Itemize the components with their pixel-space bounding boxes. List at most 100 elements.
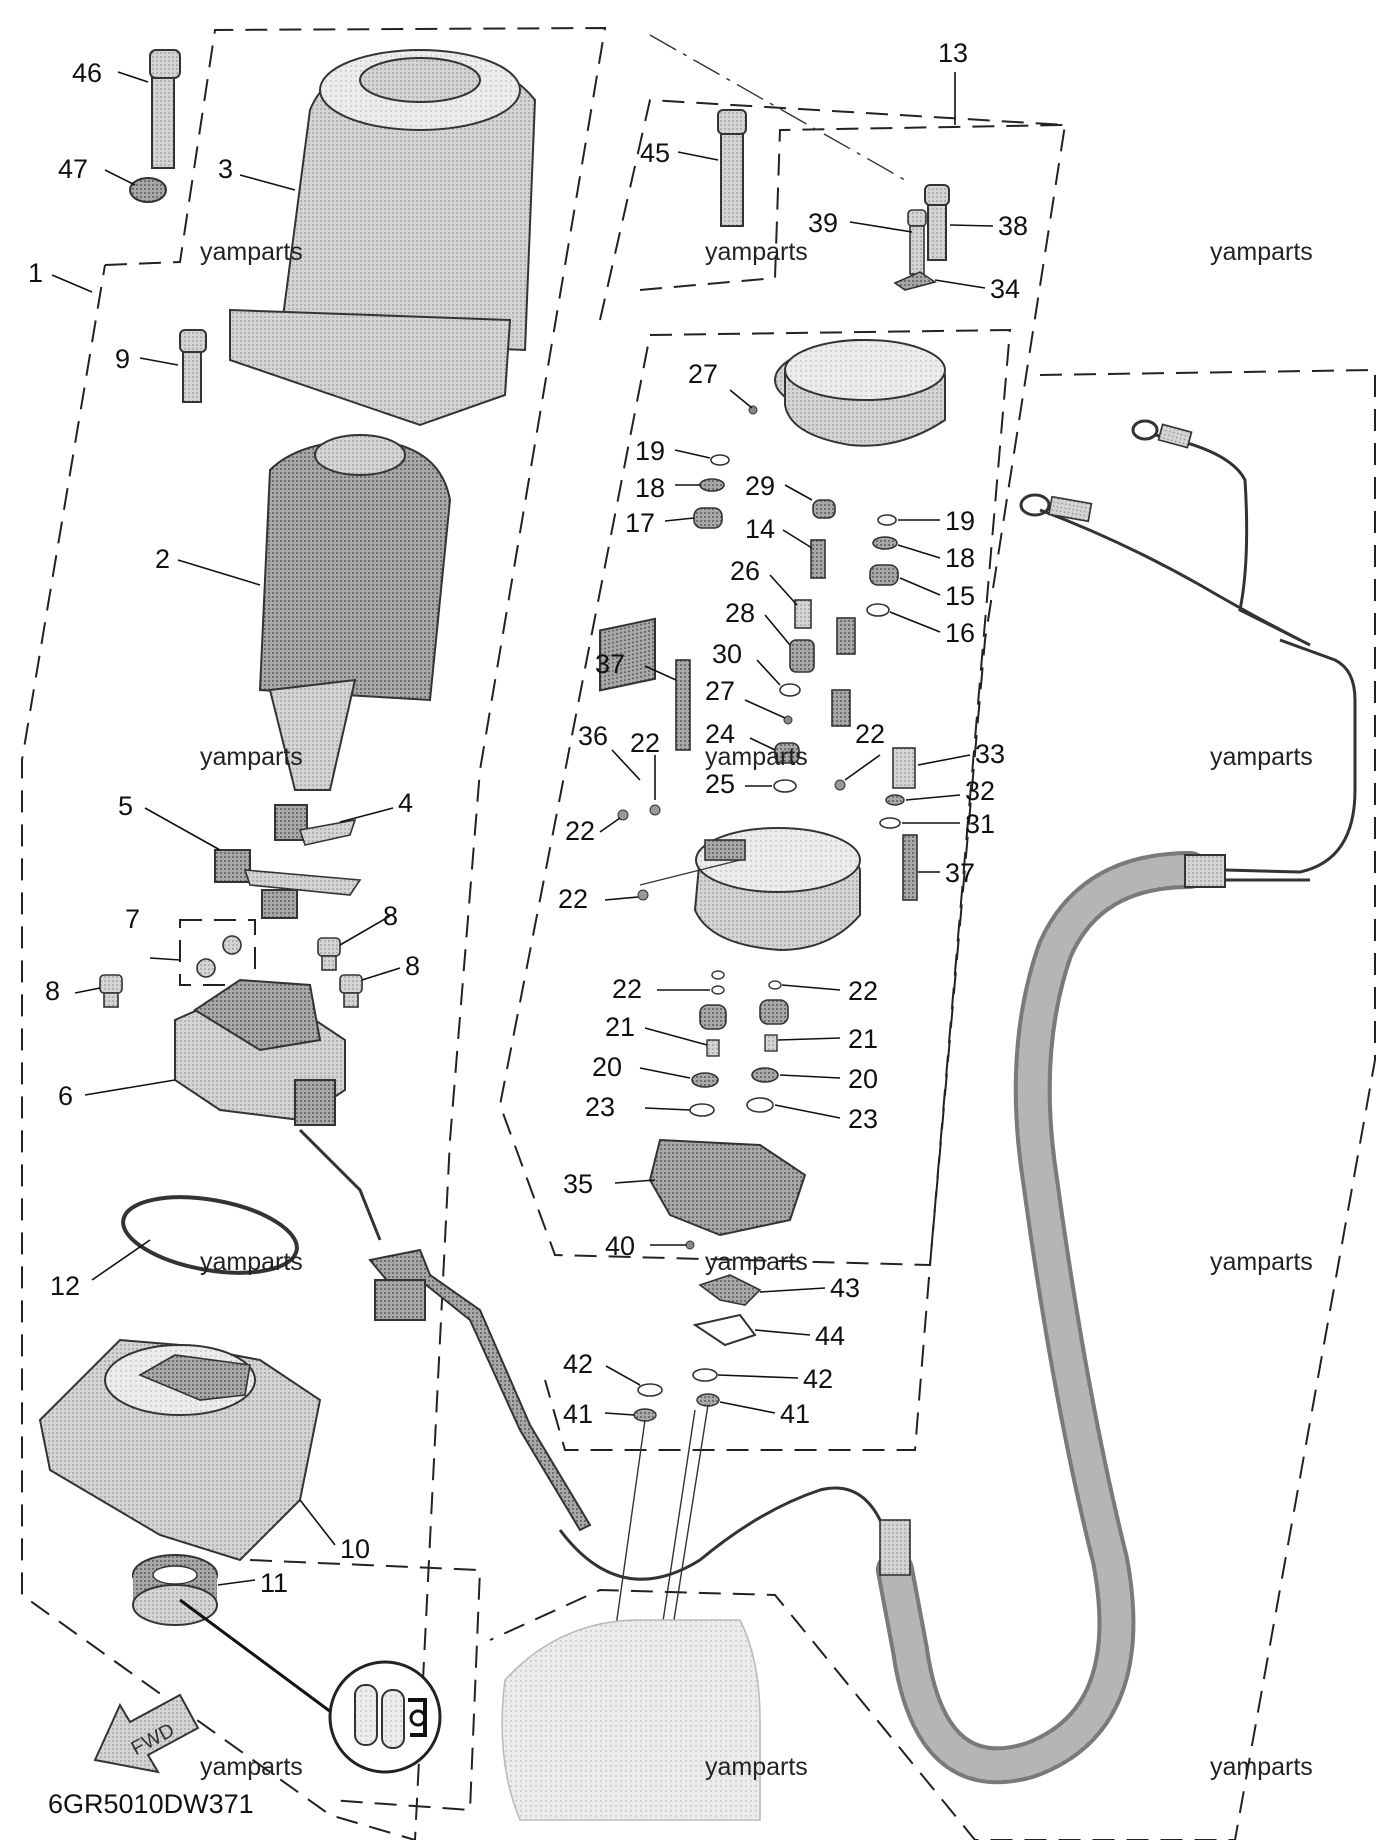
part-4-brush [274, 804, 357, 846]
callout-20-a: 20 [592, 1052, 622, 1082]
callout-38: 38 [998, 211, 1028, 241]
watermark: yamparts [1210, 743, 1313, 771]
callout-5: 5 [118, 791, 133, 821]
part-29-seal [812, 499, 836, 519]
watermark: yamparts [705, 1248, 808, 1276]
watermark: yamparts [200, 1248, 303, 1276]
watermark: yamparts [705, 1753, 808, 1781]
watermark: yamparts [200, 743, 303, 771]
part-31-clip [879, 817, 901, 829]
part-34-clip [893, 271, 937, 291]
callout-19-b: 19 [945, 506, 975, 536]
callout-22-b: 22 [855, 719, 885, 749]
callout-27-b: 27 [705, 676, 735, 706]
part-25-o-ring [773, 779, 797, 793]
part-9-bolt [179, 329, 207, 403]
callout-37-a: 37 [595, 649, 625, 679]
part-26-spring [794, 599, 812, 629]
part-18-washer-a [699, 478, 725, 492]
callout-12: 12 [50, 1271, 80, 1301]
part-45-bolt [717, 109, 747, 227]
group-1-outline [21, 26, 607, 1840]
callout-22-e: 22 [612, 974, 642, 1004]
callout-39: 39 [808, 208, 838, 238]
callout-41-a: 41 [563, 1399, 593, 1429]
part-37-pin-b [902, 834, 918, 901]
upper-valve-body [774, 338, 946, 447]
part-27-ball-b [783, 715, 793, 725]
callout-6: 6 [58, 1081, 73, 1111]
watermark: yamparts [200, 238, 303, 266]
callout-22-a: 22 [630, 728, 660, 758]
part-42-o-ring-b [692, 1368, 718, 1382]
callout-22-f: 22 [848, 976, 878, 1006]
callout-4: 4 [398, 788, 413, 818]
fwd-arrow-icon: FWD [93, 1693, 200, 1774]
callout-23-a: 23 [585, 1092, 615, 1122]
callouts: 46 47 3 1 9 2 5 4 7 8 8 8 6 12 10 11 13 … [28, 38, 1028, 1598]
watermark: yamparts [705, 238, 808, 266]
part-33-spring [892, 747, 916, 789]
part-41-washer-a [633, 1408, 657, 1422]
callout-14: 14 [745, 514, 775, 544]
callout-7: 7 [125, 904, 140, 934]
callout-27-a: 27 [688, 359, 718, 389]
part-11-bushing [132, 1554, 218, 1626]
callout-8-c: 8 [405, 951, 420, 981]
group-outlines [21, 26, 1376, 1840]
part-46-bolt [149, 49, 181, 169]
callout-43: 43 [830, 1273, 860, 1303]
callout-10: 10 [340, 1534, 370, 1564]
callout-34: 34 [990, 274, 1020, 304]
part-8-screw-a [99, 974, 123, 1008]
callout-21-b: 21 [848, 1024, 878, 1054]
callout-41-b: 41 [780, 1399, 810, 1429]
callout-25: 25 [705, 769, 735, 799]
lower-small-parts [689, 970, 789, 1117]
watermark: yamparts [705, 743, 808, 771]
callout-32: 32 [965, 776, 995, 806]
callout-11: 11 [260, 1568, 288, 1598]
group-hose-outline [489, 368, 1376, 1840]
part-15-seal [869, 564, 899, 586]
part-16-o-ring [866, 603, 890, 617]
callout-33: 33 [975, 739, 1005, 769]
callout-37-b: 37 [945, 858, 975, 888]
part-35-gasket [648, 1138, 807, 1237]
part-2-armature [258, 434, 452, 791]
part-36-filter [599, 617, 656, 692]
part-8-screw-c [339, 974, 363, 1008]
part-42-o-ring-a [637, 1383, 663, 1397]
callout-44: 44 [815, 1321, 845, 1351]
part-37-pin-a [675, 659, 691, 751]
lower-housing [501, 1619, 761, 1821]
callout-26: 26 [730, 556, 760, 586]
part-10-motor-bracket [38, 1338, 322, 1562]
callout-8-b: 8 [383, 901, 398, 931]
callout-23-b: 23 [848, 1104, 878, 1134]
callout-28: 28 [725, 598, 755, 628]
watermark: yamparts [1210, 1753, 1313, 1781]
part-24-seal [774, 742, 800, 764]
callout-45: 45 [640, 138, 670, 168]
part-40-pin [685, 1240, 695, 1250]
callout-36: 36 [578, 721, 608, 751]
callout-42-b: 42 [803, 1364, 833, 1394]
part-38-bolt [924, 184, 950, 261]
group-7-outline [179, 919, 256, 986]
callout-22-c: 22 [565, 816, 595, 846]
callout-9: 9 [115, 344, 130, 374]
callout-16: 16 [945, 618, 975, 648]
part-47-washer [129, 177, 167, 203]
callout-18-a: 18 [635, 473, 665, 503]
callout-29: 29 [745, 471, 775, 501]
callout-18-b: 18 [945, 543, 975, 573]
part-28-piston [789, 639, 815, 673]
watermark: yamparts [1210, 238, 1313, 266]
callout-8-a: 8 [45, 976, 60, 1006]
part-43-plate [698, 1274, 762, 1306]
callout-30: 30 [712, 639, 742, 669]
part-39-bolt [907, 209, 927, 275]
part-valve-fittings [831, 617, 856, 727]
hose-assembly [558, 419, 1357, 1785]
